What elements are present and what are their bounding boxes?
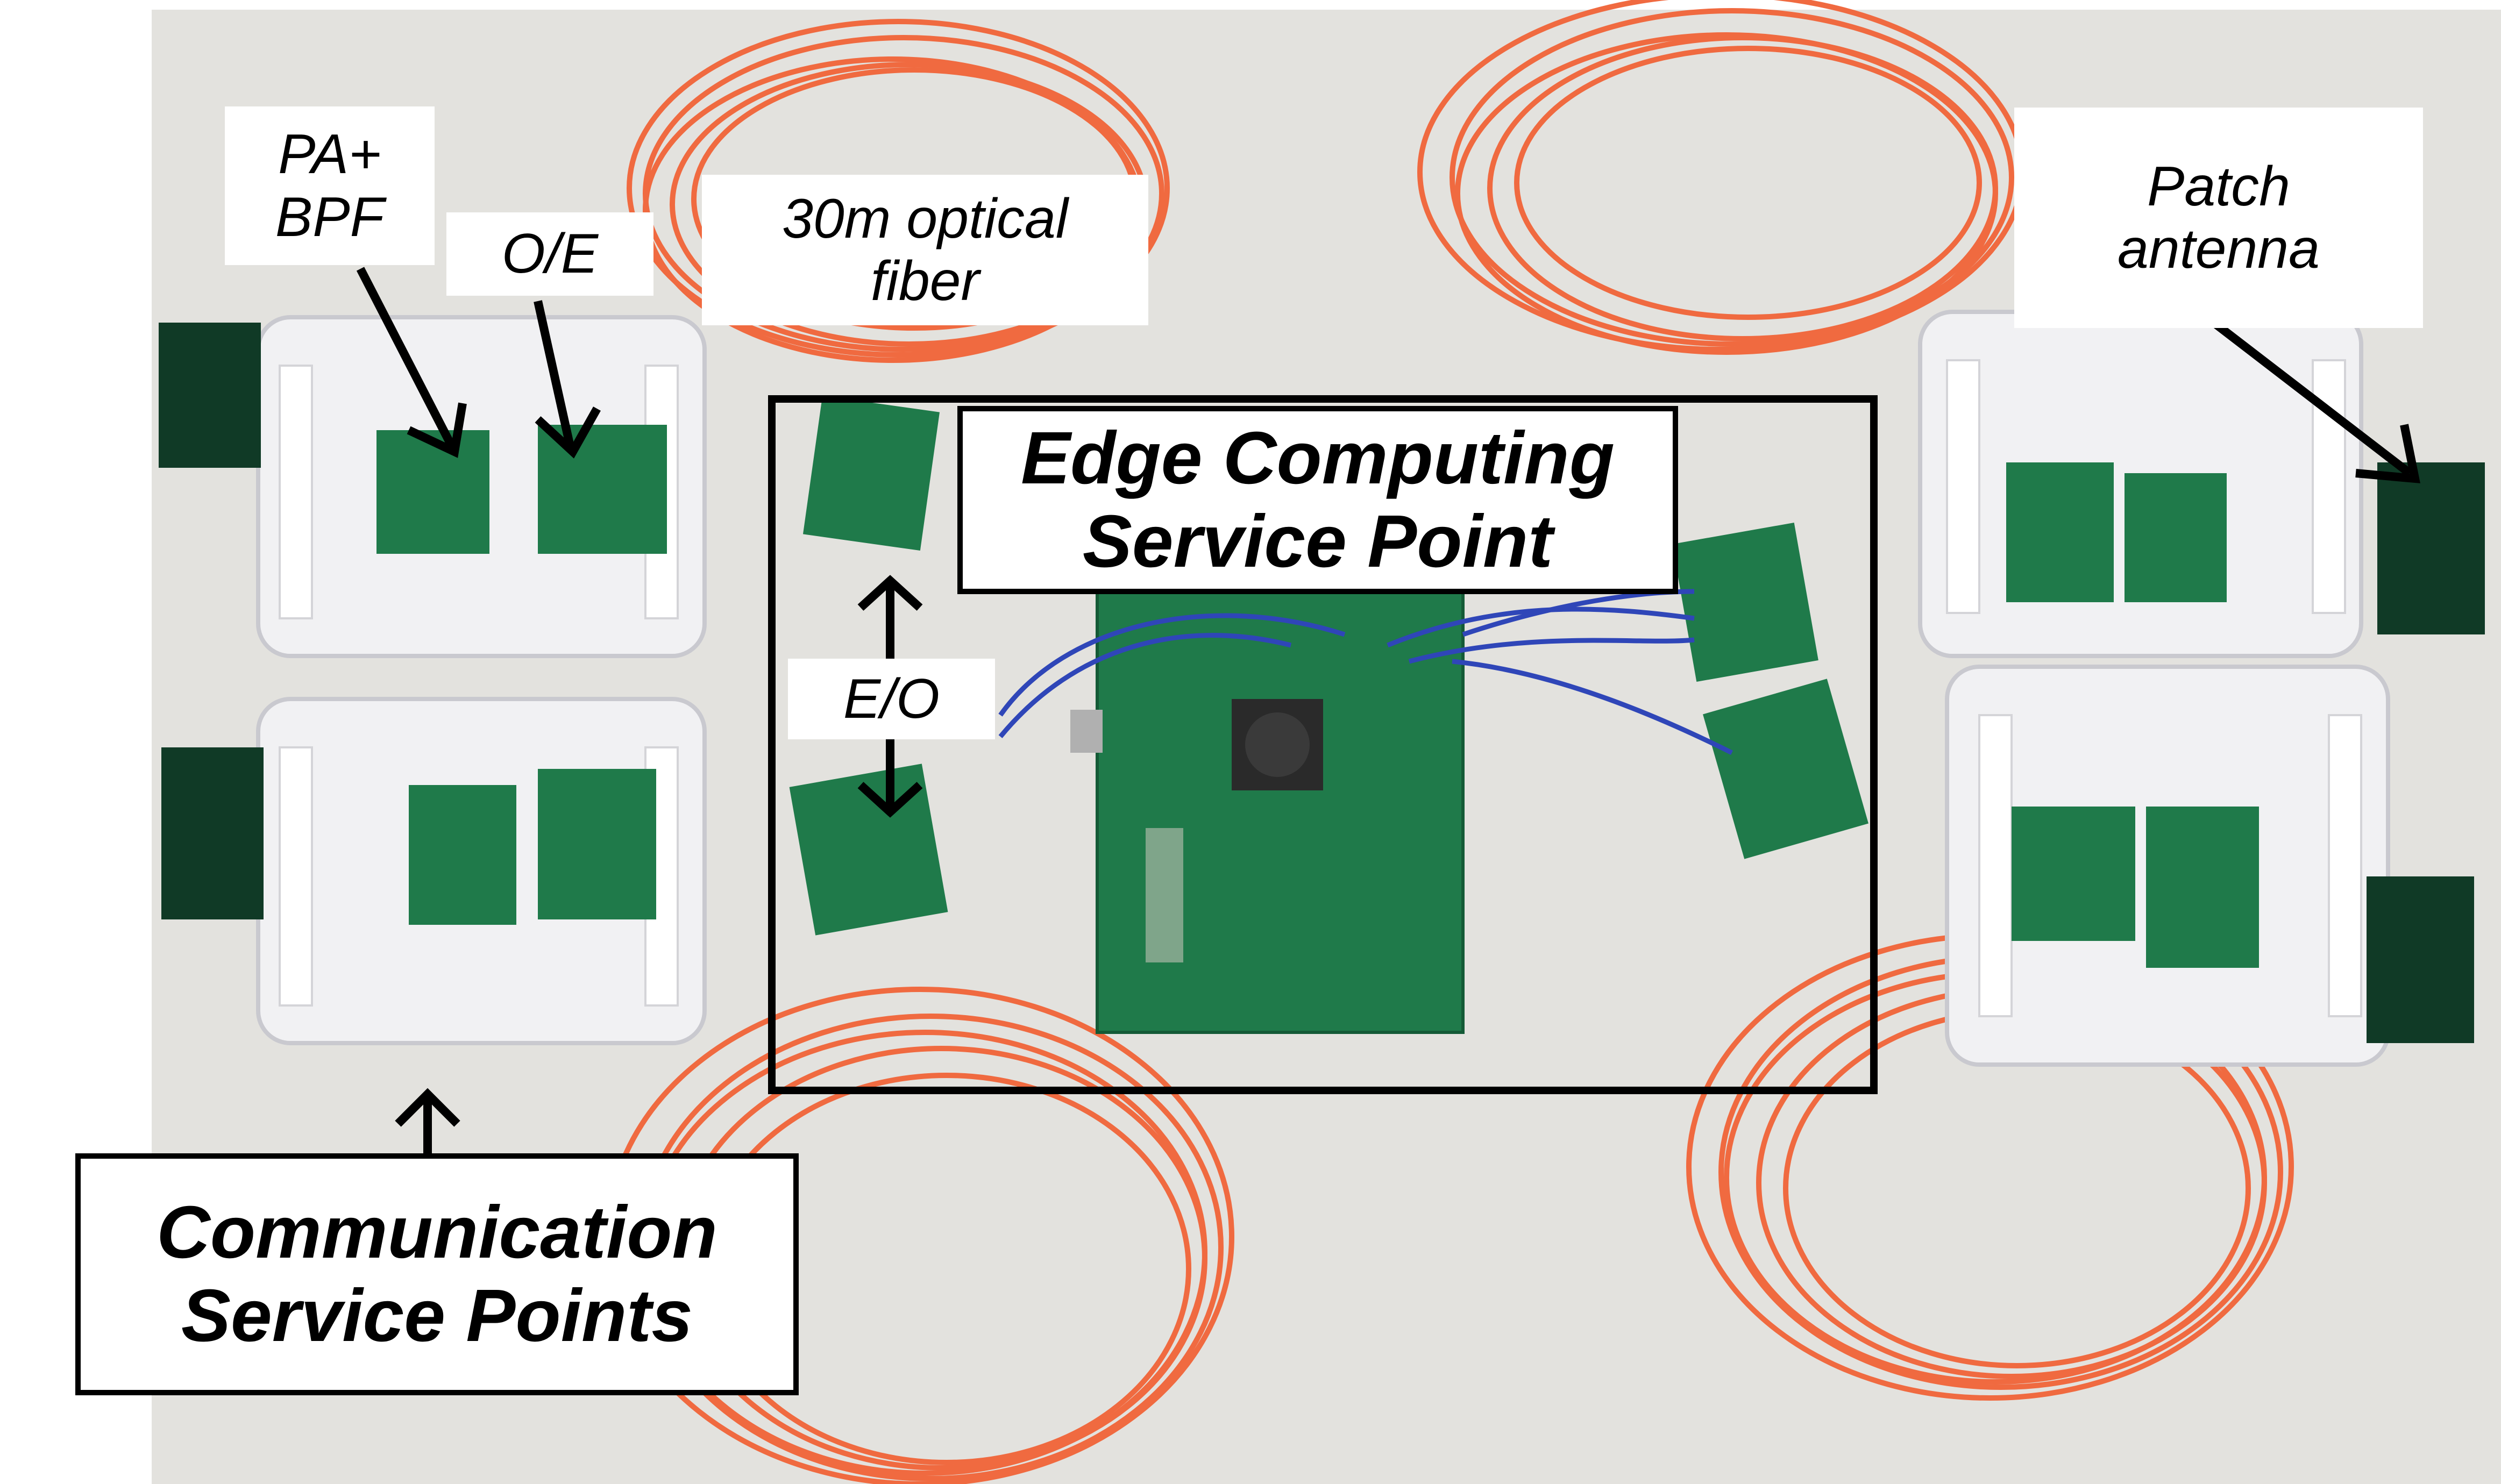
box-top-right <box>1918 310 2363 658</box>
label-patch-antenna-text: Patch antenna <box>2118 155 2320 280</box>
patch-antenna-right-top <box>2377 462 2485 634</box>
label-oe: O/E <box>446 212 653 296</box>
edge-computing-frame <box>768 395 1878 1094</box>
eo-board-top-left <box>802 395 940 551</box>
box-bottom-left <box>256 697 707 1045</box>
eo-board-bottom-left <box>789 764 948 936</box>
oe-board-right-bottom <box>1703 679 1868 859</box>
label-communication-service-points: Communication Service Points <box>75 1153 799 1395</box>
patch-antenna-left-top <box>159 323 261 468</box>
fiber-coil-top-right <box>1417 0 2025 355</box>
label-edge-computing: Edge Computing Service Point <box>957 406 1678 594</box>
label-communication-text: Communication Service Points <box>157 1191 717 1357</box>
box-top-left <box>256 315 707 658</box>
annotation-arrows <box>356 267 2420 1156</box>
oe-board-right-top <box>1672 523 1818 682</box>
label-pa-bpf-text: PA+ BPF <box>275 123 385 248</box>
label-eo: E/O <box>788 659 995 739</box>
box-bottom-right <box>1945 665 2390 1067</box>
label-pa-bpf: PA+ BPF <box>225 106 435 265</box>
edge-main-board <box>1070 584 1465 1034</box>
label-optical-fiber: 30m optical fiber <box>702 175 1148 325</box>
label-eo-text: E/O <box>843 667 940 730</box>
label-optical-fiber-text: 30m optical fiber <box>782 187 1068 312</box>
patch-antenna-right-bottom <box>2367 876 2474 1043</box>
patch-antenna-left-bottom <box>161 747 264 919</box>
label-patch-antenna: Patch antenna <box>2014 108 2423 328</box>
label-oe-text: O/E <box>501 223 599 286</box>
label-edge-computing-text: Edge Computing Service Point <box>1021 417 1615 583</box>
